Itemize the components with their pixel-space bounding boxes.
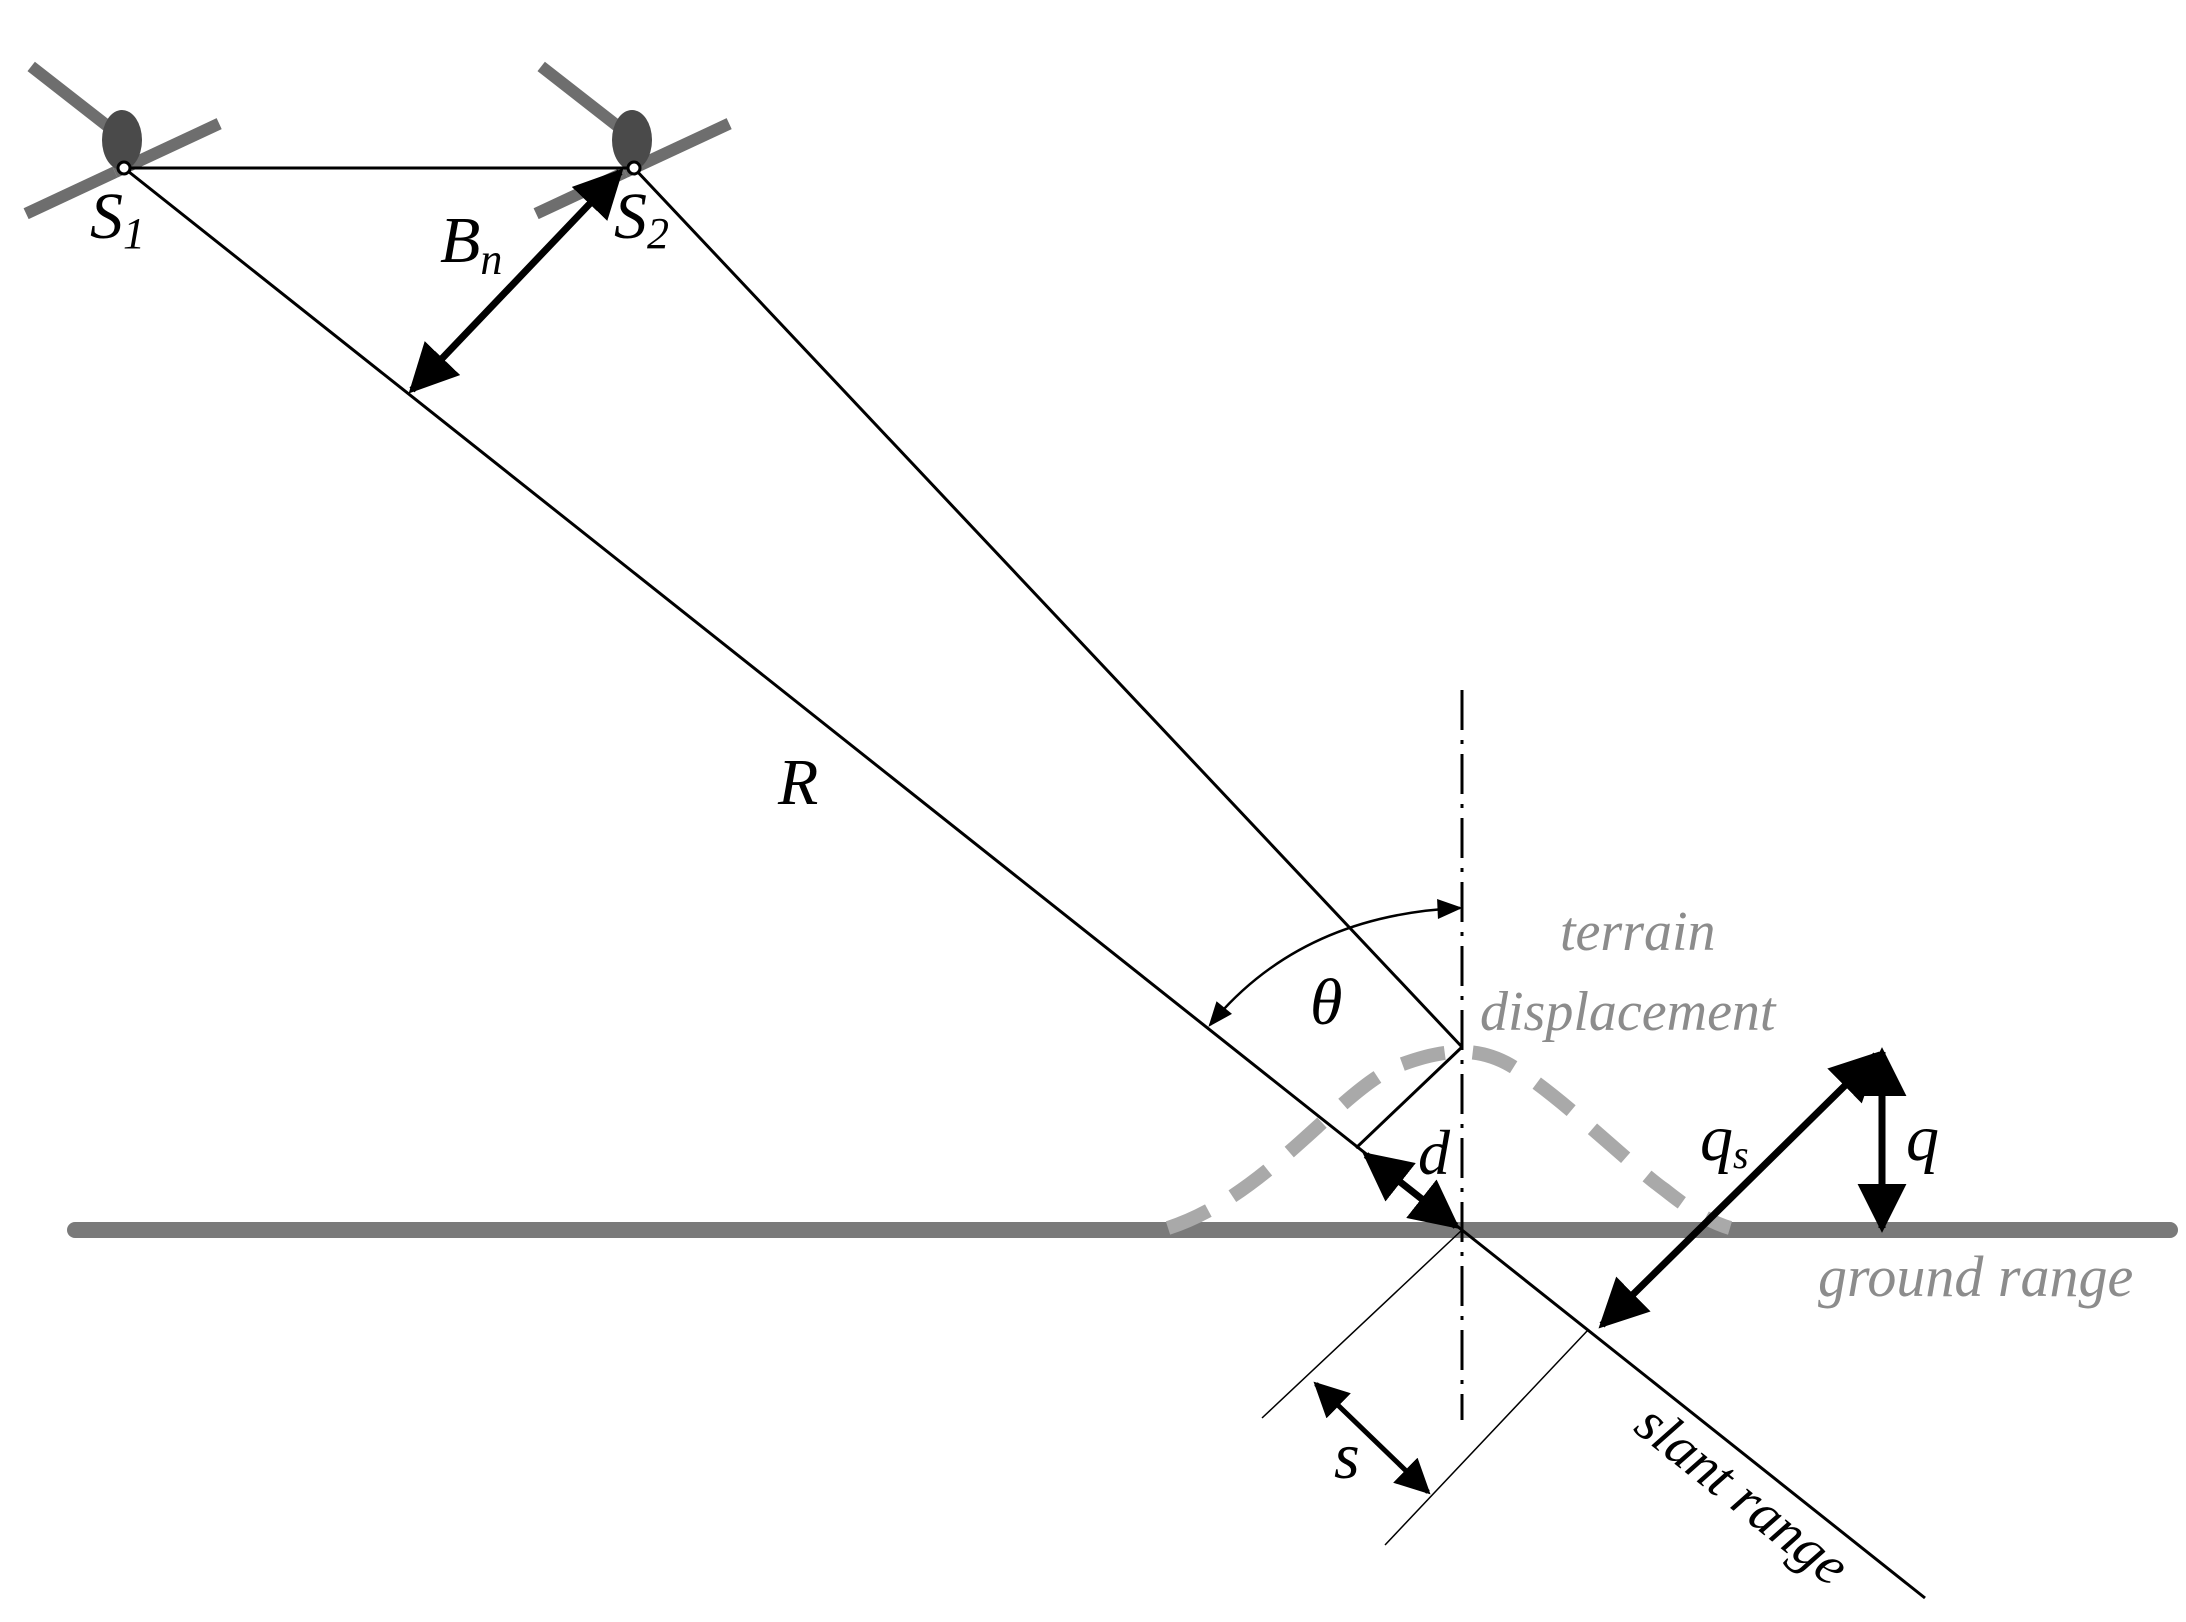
label-d: d [1418,1117,1451,1188]
perpendicular-d-line [1354,1045,1464,1150]
extension-line-left [1261,1229,1463,1419]
theta-arc [1208,899,1463,1027]
range-line-r [123,166,1463,1232]
label-ground-range: ground range [1818,1244,2133,1309]
label-s: s [1334,1420,1360,1493]
label-bn: Bn [440,204,502,284]
satellite-2-point [626,160,642,176]
satellite-body [102,110,142,170]
antenna-boom [27,61,114,133]
label-s1: S1 [90,180,145,258]
label-r: R [777,746,818,819]
solar-panel-left [23,166,118,220]
label-s2: S2 [614,180,669,258]
satellite-1-icon [23,61,222,220]
solar-panel-right [622,118,732,178]
label-theta: θ [1310,966,1342,1039]
satellite-1-point [116,160,132,176]
qs-arrow [1598,1051,1880,1329]
label-qs: qs [1700,1102,1749,1177]
extension-line-right [1384,1329,1589,1546]
solar-panel-right [112,118,222,178]
antenna-boom [537,61,624,133]
s-arrow [1313,1381,1431,1495]
label-displacement: displacement [1480,981,1777,1043]
label-q: q [1906,1102,1939,1175]
bn-arrow [408,168,624,394]
label-slant-range: slant range [1624,1392,1861,1598]
satellite-body [612,110,652,170]
label-terrain: terrain [1560,901,1716,963]
range-line-s2 [632,166,1464,1049]
slant-range-line [1461,1228,1926,1600]
d-arrow [1362,1151,1460,1230]
